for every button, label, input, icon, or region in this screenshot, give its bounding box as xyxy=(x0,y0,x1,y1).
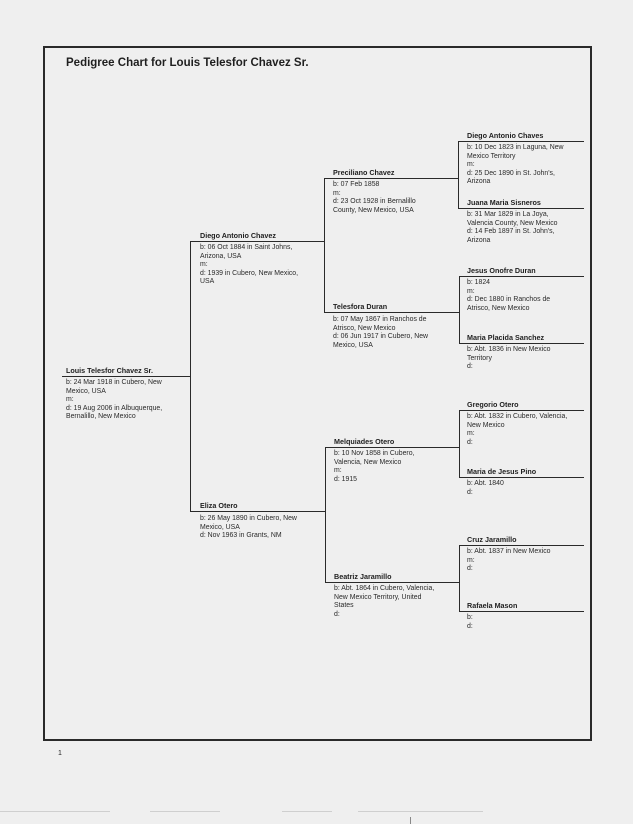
person-details: b: 26 May 1890 in Cubero, New Mexico, US… xyxy=(200,515,297,540)
person-details: b: 10 Dec 1823 in Laguna, New Mexico Ter… xyxy=(467,144,564,186)
page-border xyxy=(43,46,592,741)
connector-line xyxy=(459,545,460,612)
connector-line xyxy=(458,141,459,208)
person-name[interactable]: Louis Telesfor Chavez Sr. xyxy=(66,366,153,375)
connector-line xyxy=(325,582,459,583)
connector-line xyxy=(190,511,325,512)
connector-line xyxy=(459,410,584,411)
connector-line xyxy=(190,241,324,242)
connector-line xyxy=(459,477,584,478)
person-details: b: Abt. 1836 in New Mexico Territory d: xyxy=(467,346,551,371)
person-name[interactable]: Diego Antonio Chavez xyxy=(200,231,277,240)
person-details: b: 24 Mar 1918 in Cubero, New Mexico, US… xyxy=(66,379,163,421)
person-details: b: Abt. 1864 in Cubero, Valencia, New Me… xyxy=(334,585,435,618)
person-name[interactable]: Maria de Jesus Pino xyxy=(467,467,537,476)
person-details: b: Abt. 1840 d: xyxy=(467,480,504,496)
connector-line xyxy=(190,241,191,511)
connector-line xyxy=(459,545,584,546)
person-name[interactable]: Juana Maria Sisneros xyxy=(467,198,541,207)
person-name[interactable]: Rafaela Mason xyxy=(467,601,518,610)
scan-artifact xyxy=(410,817,411,824)
page-title: Pedigree Chart for Louis Telesfor Chavez… xyxy=(66,57,309,69)
person-details: b: Abt. 1832 in Cubero, Valencia, New Me… xyxy=(467,413,568,446)
person-name[interactable]: Maria Placida Sanchez xyxy=(467,333,545,342)
scan-artifact xyxy=(358,811,483,812)
person-name[interactable]: Gregorio Otero xyxy=(467,400,519,409)
connector-line xyxy=(459,611,584,612)
person-name[interactable]: Beatriz Jaramillo xyxy=(334,572,392,581)
person-name[interactable]: Preciliano Chavez xyxy=(333,168,395,177)
person-details: b: 07 Feb 1858 m: d: 23 Oct 1928 in Bern… xyxy=(333,181,416,214)
page-number: 1 xyxy=(58,750,62,757)
connector-line xyxy=(458,208,584,209)
connector-line xyxy=(324,178,458,179)
scan-artifact xyxy=(282,811,332,812)
person-name[interactable]: Eliza Otero xyxy=(200,501,238,510)
person-details: b: 1824 m: d: Dec 1880 in Ranchos de Atr… xyxy=(467,279,551,312)
person-details: b: 06 Oct 1884 in Saint Johns, Arizona, … xyxy=(200,244,299,286)
connector-line xyxy=(324,312,459,313)
person-name[interactable]: Jesus Onofre Duran xyxy=(467,266,536,275)
person-name[interactable]: Cruz Jaramillo xyxy=(467,535,517,544)
connector-line xyxy=(324,178,325,312)
connector-line xyxy=(459,276,460,343)
connector-line xyxy=(459,343,584,344)
person-details: b: 31 Mar 1829 in La Joya, Valencia Coun… xyxy=(467,211,558,244)
connector-line xyxy=(459,276,584,277)
person-details: b: 10 Nov 1858 in Cubero, Valencia, New … xyxy=(334,450,415,483)
connector-line xyxy=(325,447,326,582)
person-details: b: d: xyxy=(467,614,473,630)
connector-line xyxy=(325,447,459,448)
person-name[interactable]: Melquiades Otero xyxy=(334,437,395,446)
person-details: b: 07 May 1867 in Ranchos de Atrisco, Ne… xyxy=(333,316,428,349)
connector-line xyxy=(458,141,584,142)
scan-artifact xyxy=(150,811,220,812)
connector-line xyxy=(62,376,190,377)
person-name[interactable]: Telesfora Duran xyxy=(333,302,388,311)
person-details: b: Abt. 1837 in New Mexico m: d: xyxy=(467,548,551,573)
person-name[interactable]: Diego Antonio Chaves xyxy=(467,131,544,140)
scan-artifact xyxy=(0,811,110,812)
connector-line xyxy=(459,410,460,477)
